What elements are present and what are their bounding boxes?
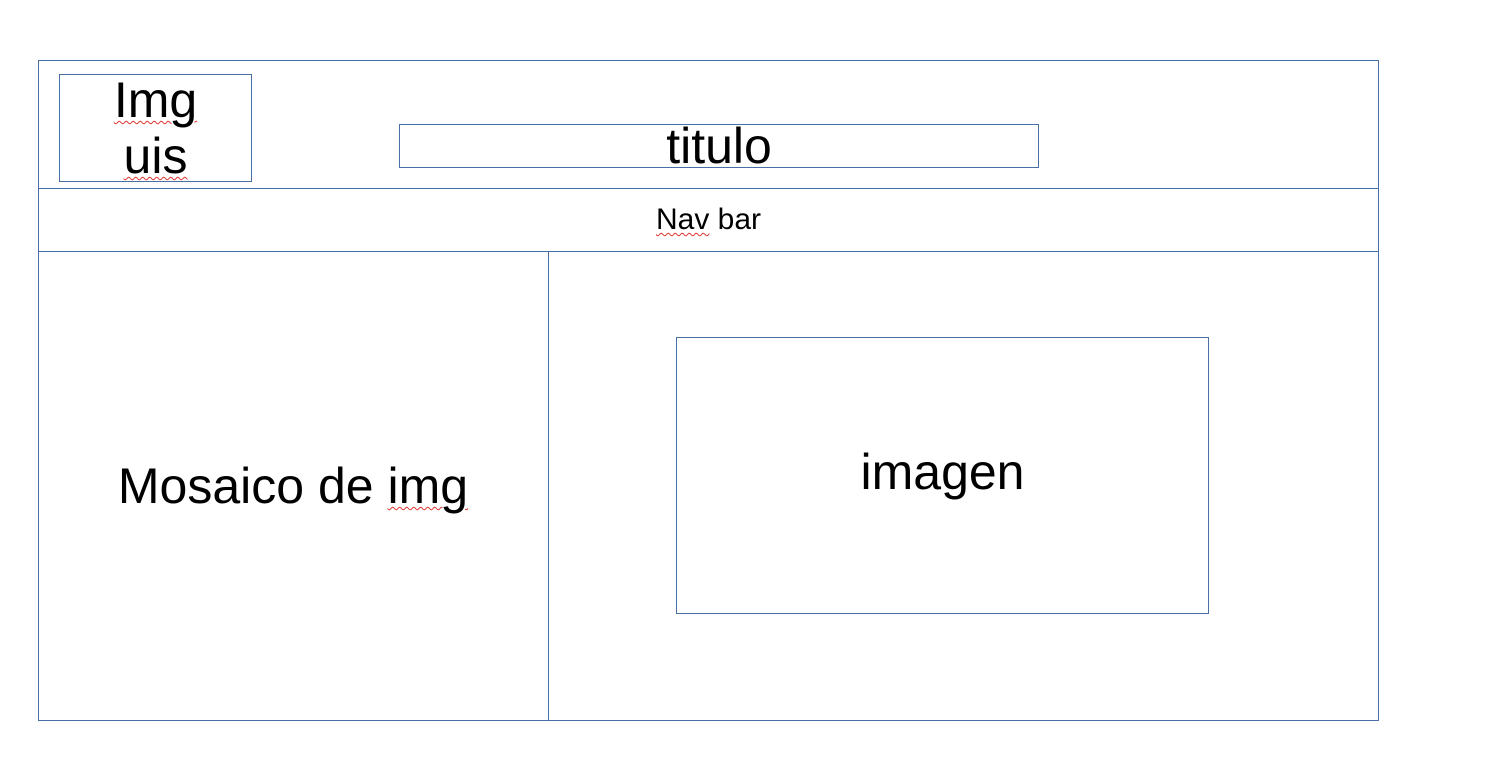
image-mosaic-label: Mosaico de img [118, 457, 468, 515]
nav-bar-label-rest: bar [709, 203, 762, 236]
logo-text-line2: uis [123, 128, 188, 184]
header-divider [38, 188, 1379, 189]
image-mosaic-label-end: img [387, 458, 469, 514]
logo-placeholder: Img uis [59, 72, 252, 184]
main-image-placeholder: imagen [676, 337, 1209, 614]
nav-bar-label: Nav bar [656, 203, 761, 237]
image-mosaic-panel: Mosaico de img [38, 252, 548, 720]
image-mosaic-label-start: Mosaico de [117, 458, 388, 514]
logo-text-line1: Img [113, 72, 198, 128]
page-title: titulo [666, 118, 772, 174]
column-divider [548, 251, 549, 720]
nav-divider [38, 251, 1379, 252]
nav-bar-label-word: Nav [655, 203, 710, 236]
wireframe-outer-frame [38, 60, 1379, 721]
nav-bar: Nav bar [38, 189, 1379, 251]
main-image-label: imagen [860, 443, 1025, 500]
title-placeholder: titulo [399, 118, 1039, 174]
